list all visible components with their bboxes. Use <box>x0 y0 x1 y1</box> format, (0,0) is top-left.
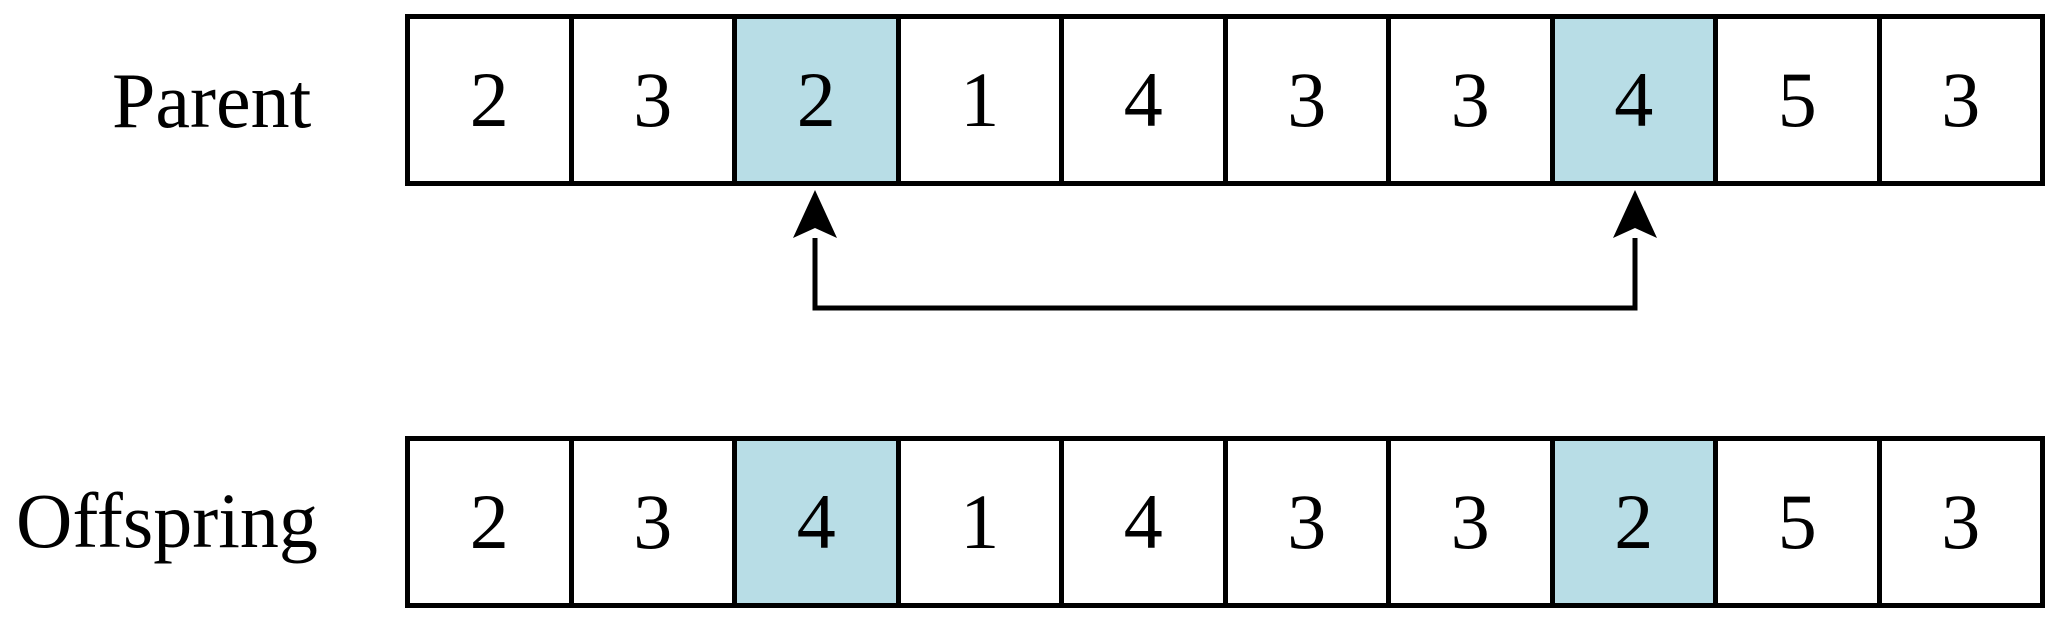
parent-gene-5: 4 <box>1059 19 1223 181</box>
parent-gene-3: 2 <box>732 19 896 181</box>
offspring-gene-9: 5 <box>1713 441 1877 603</box>
parent-gene-1: 2 <box>410 19 569 181</box>
offspring-gene-2: 3 <box>568 441 732 603</box>
parent-label: Parent <box>112 57 312 144</box>
offspring-gene-4: 1 <box>895 441 1059 603</box>
swap-connector-line <box>812 238 1638 311</box>
offspring-gene-3: 4 <box>732 441 896 603</box>
parent-gene-7: 3 <box>1386 19 1550 181</box>
offspring-gene-7: 3 <box>1386 441 1550 603</box>
offspring-gene-5: 4 <box>1059 441 1223 603</box>
offspring-gene-6: 3 <box>1222 441 1386 603</box>
offspring-gene-10: 3 <box>1876 441 2040 603</box>
parent-gene-6: 3 <box>1222 19 1386 181</box>
offspring-gene-8: 2 <box>1549 441 1713 603</box>
swap-arrowhead-right <box>1613 190 1657 238</box>
parent-gene-4: 1 <box>895 19 1059 181</box>
parent-gene-2: 3 <box>568 19 732 181</box>
swap-arrowhead-left <box>793 190 837 238</box>
offspring-label: Offspring <box>16 477 318 564</box>
parent-gene-8: 4 <box>1549 19 1713 181</box>
offspring-gene-1: 2 <box>410 441 569 603</box>
parent-gene-9: 5 <box>1713 19 1877 181</box>
parent-gene-10: 3 <box>1876 19 2040 181</box>
